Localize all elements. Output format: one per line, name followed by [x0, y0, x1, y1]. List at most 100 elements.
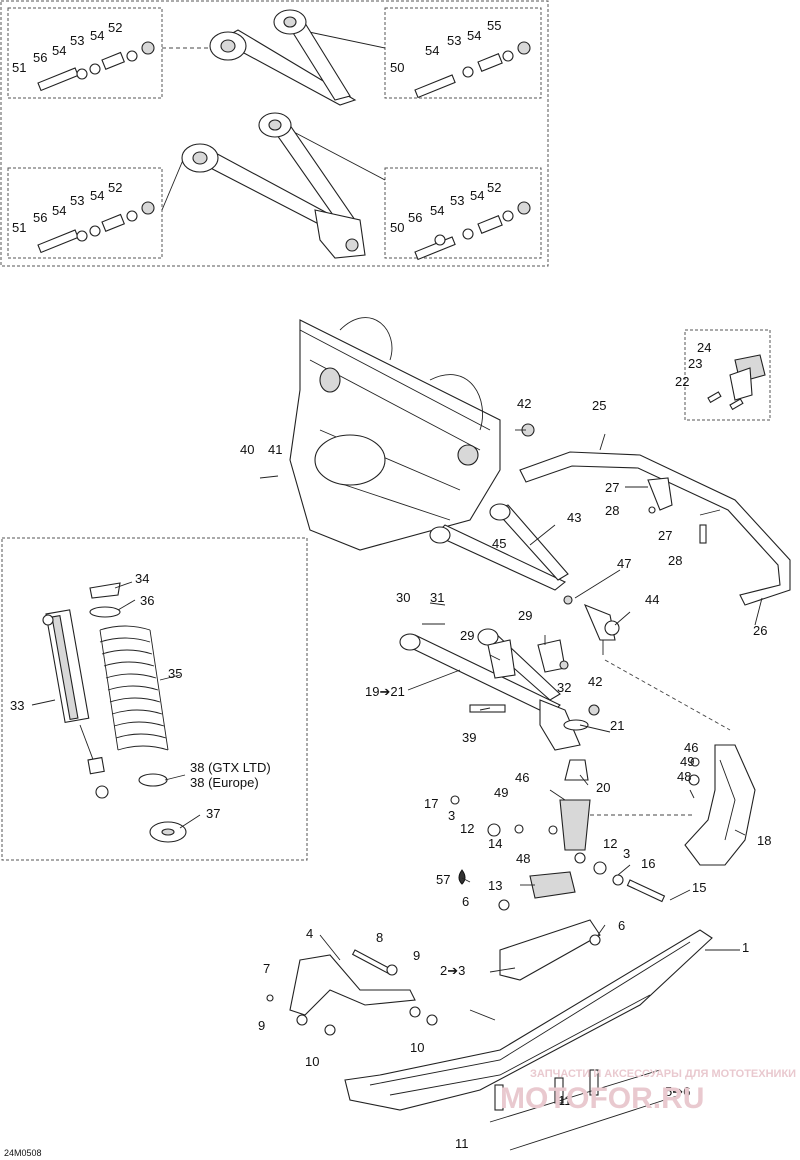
callout-33: 33	[10, 698, 24, 713]
callout-24: 24	[697, 340, 711, 355]
hardware-set-lower-left	[37, 201, 155, 254]
callout-54: 54	[52, 43, 66, 58]
callout-8: 8	[376, 930, 383, 945]
callout-5-6: 5➔6	[665, 1084, 690, 1099]
callout-7: 7	[263, 961, 270, 976]
callout-50: 50	[390, 220, 404, 235]
callout-27: 27	[658, 528, 672, 543]
upper-a-arm-illustration	[209, 9, 357, 106]
callout-48: 48	[677, 769, 691, 784]
callout-53: 53	[450, 193, 464, 208]
callout-6: 6	[618, 918, 625, 933]
watermark: ЗАПЧАСТИ И АКСЕССУАРЫ ДЛЯ МОТОТЕХНИКИ MO…	[500, 1068, 796, 1115]
callout-15: 15	[692, 880, 706, 895]
callout-53: 53	[447, 33, 461, 48]
callout-11: 11	[455, 1136, 469, 1151]
coil-spring-illustration	[99, 625, 169, 751]
shock-absorber-illustration	[42, 609, 109, 799]
callout-46: 46	[684, 740, 698, 755]
callout-11: 11	[558, 1093, 572, 1108]
callout-30: 30	[396, 590, 410, 605]
callout-56: 56	[408, 210, 422, 225]
callout-37: 37	[206, 806, 220, 821]
watermark-text-line2: MOTOFOR.RU	[500, 1082, 704, 1115]
callout-44: 44	[645, 592, 659, 607]
callout-36: 36	[140, 593, 154, 608]
callout-49: 49	[494, 785, 508, 800]
callout-6: 6	[462, 894, 469, 909]
callout-13: 13	[488, 878, 502, 893]
callout-21: 21	[610, 718, 624, 733]
callout-38-gtx-ltd: 38 (GTX LTD)	[190, 760, 271, 775]
chassis-frame-illustration	[289, 317, 501, 551]
callout-28: 28	[605, 503, 619, 518]
sway-bar-illustration	[519, 329, 791, 606]
callout-29: 29	[518, 608, 532, 623]
callout-16: 16	[641, 856, 655, 871]
callout-12: 12	[460, 821, 474, 836]
callout-54: 54	[467, 28, 481, 43]
leader-lines	[31, 429, 763, 1021]
callout-48: 48	[516, 851, 530, 866]
callout-46: 46	[515, 770, 529, 785]
lower-a-arm-illustration	[181, 112, 366, 259]
callout-54: 54	[430, 203, 444, 218]
callout-17: 17	[424, 796, 438, 811]
callout-54: 54	[470, 188, 484, 203]
callout-9: 9	[413, 948, 420, 963]
callout-39: 39	[462, 730, 476, 745]
callout-53: 53	[70, 193, 84, 208]
upper-a-arm-detail-group	[0, 0, 549, 267]
callout-51: 51	[12, 220, 26, 235]
callout-10: 10	[410, 1040, 424, 1055]
callout-52: 52	[108, 180, 122, 195]
shock-absorber-detail-group	[1, 537, 308, 861]
watermark-text-line1: ЗАПЧАСТИ И АКСЕССУАРЫ ДЛЯ МОТОТЕХНИКИ	[530, 1068, 796, 1080]
callout-34: 34	[135, 571, 149, 586]
callout-20: 20	[596, 780, 610, 795]
callout-9: 9	[258, 1018, 265, 1033]
callout-42: 42	[517, 396, 531, 411]
callout-41: 41	[268, 442, 282, 457]
diagram-code: 24M0508	[4, 1148, 42, 1158]
callout-54: 54	[90, 188, 104, 203]
ski-illustration	[266, 919, 713, 1151]
callout-19-21: 19➔21	[365, 684, 405, 699]
callout-12: 12	[603, 836, 617, 851]
callout-25: 25	[592, 398, 606, 413]
callout-4: 4	[306, 926, 313, 941]
callout-14: 14	[488, 836, 502, 851]
hardware-set-upper-right	[414, 41, 531, 99]
callout-54: 54	[90, 28, 104, 43]
callout-10: 10	[305, 1054, 319, 1069]
spindle-assembly-illustration	[450, 759, 666, 911]
callout-56: 56	[33, 50, 47, 65]
callout-57: 57	[436, 872, 450, 887]
callout-54: 54	[52, 203, 66, 218]
callout-18: 18	[757, 833, 771, 848]
callout-42: 42	[588, 674, 602, 689]
callout-23: 23	[688, 356, 702, 371]
callout-43: 43	[567, 510, 581, 525]
callout-1: 1	[742, 940, 749, 955]
callout-51: 51	[12, 60, 26, 75]
callout-31: 31	[430, 590, 444, 605]
ski-leg-illustration	[684, 744, 756, 866]
callout-32: 32	[557, 680, 571, 695]
callout-3: 3	[448, 808, 455, 823]
callout-26: 26	[753, 623, 767, 638]
callout-52: 52	[108, 20, 122, 35]
callout-35: 35	[168, 666, 182, 681]
callout-54: 54	[425, 43, 439, 58]
callout-50: 50	[390, 60, 404, 75]
hardware-set-upper-left	[37, 41, 155, 92]
callout-22: 22	[675, 374, 689, 389]
callout-49: 49	[680, 754, 694, 769]
callout-3: 3	[623, 846, 630, 861]
upper-a-arm-main-illustration	[429, 423, 620, 655]
hardware-set-lower-right	[414, 201, 531, 261]
callout-40: 40	[240, 442, 254, 457]
callout-38-europe: 38 (Europe)	[190, 775, 259, 790]
callout-52: 52	[487, 180, 501, 195]
